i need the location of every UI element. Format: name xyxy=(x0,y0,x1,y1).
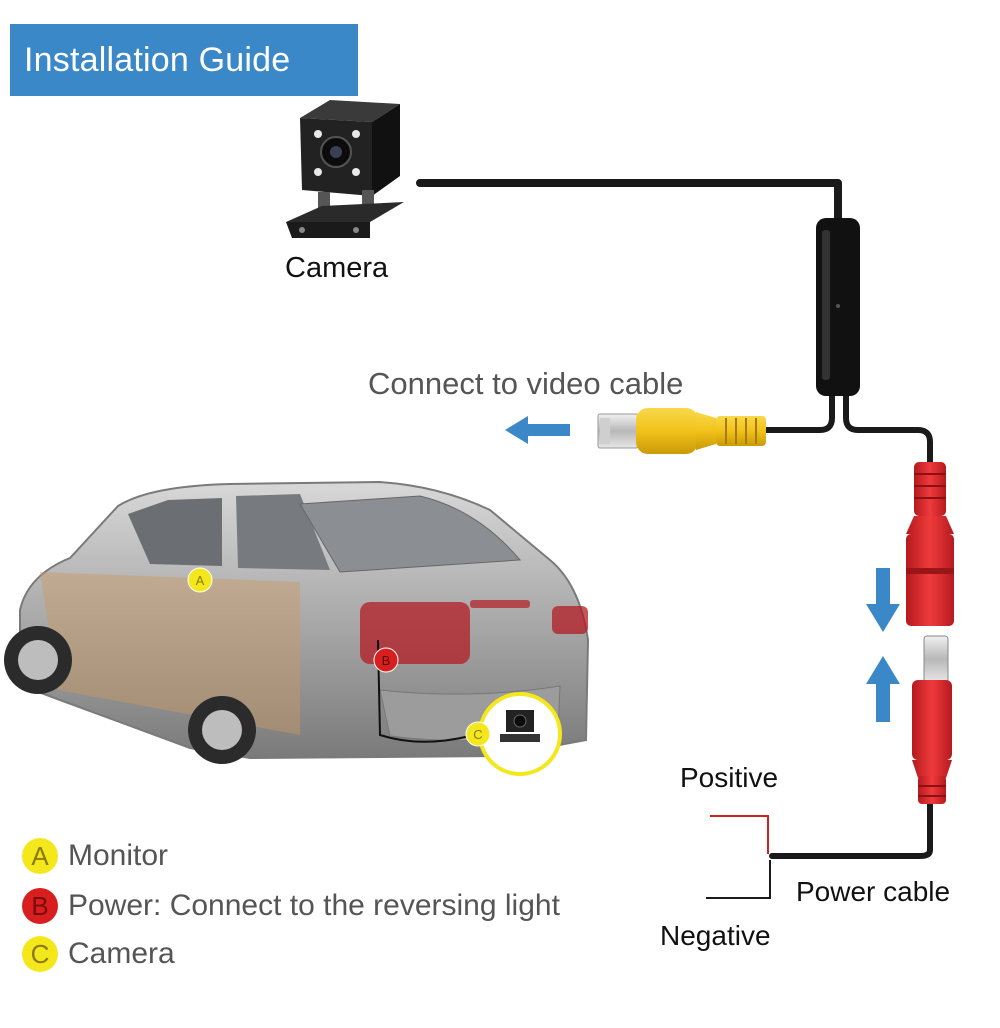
legend-badge-c: C xyxy=(22,936,58,972)
svg-text:A: A xyxy=(196,573,205,588)
car-image: A B C xyxy=(4,480,590,776)
left-arrow-icon xyxy=(505,416,570,444)
negative-label: Negative xyxy=(660,920,771,951)
legend-text: Monitor xyxy=(68,839,169,872)
cable-module xyxy=(816,218,860,396)
title-banner: Installation Guide xyxy=(10,24,358,96)
legend-item-monitor: A Monitor xyxy=(22,838,168,874)
page-title: Installation Guide xyxy=(24,40,291,79)
svg-text:C: C xyxy=(473,727,482,742)
legend-item-power: B Power: Connect to the reversing light xyxy=(22,888,560,924)
dc-male-connector xyxy=(912,635,952,804)
camera-label: Camera xyxy=(285,252,389,284)
legend-text: Camera xyxy=(68,937,175,970)
positive-wire xyxy=(710,815,769,854)
power-cable-label: Power cable xyxy=(796,876,951,907)
negative-wire xyxy=(706,860,771,899)
legend-text: Power: Connect to the reversing light xyxy=(68,889,560,922)
down-arrow-icon xyxy=(866,568,900,632)
up-arrow-icon xyxy=(866,656,900,722)
car-marker-c: C xyxy=(465,721,491,747)
legend-badge-a: A xyxy=(22,838,58,874)
car-marker-a: A xyxy=(187,567,213,593)
rca-video-plug xyxy=(597,408,766,454)
camera-image xyxy=(286,100,404,238)
cable-harness xyxy=(416,179,933,859)
video-cable-label: Connect to video cable xyxy=(368,366,684,401)
car-marker-b: B xyxy=(373,647,399,673)
legend-badge-b: B xyxy=(22,888,58,924)
positive-label: Positive xyxy=(680,762,779,793)
dc-female-connector xyxy=(906,462,954,626)
svg-text:B: B xyxy=(382,653,391,668)
legend-item-camera: C Camera xyxy=(22,936,175,972)
